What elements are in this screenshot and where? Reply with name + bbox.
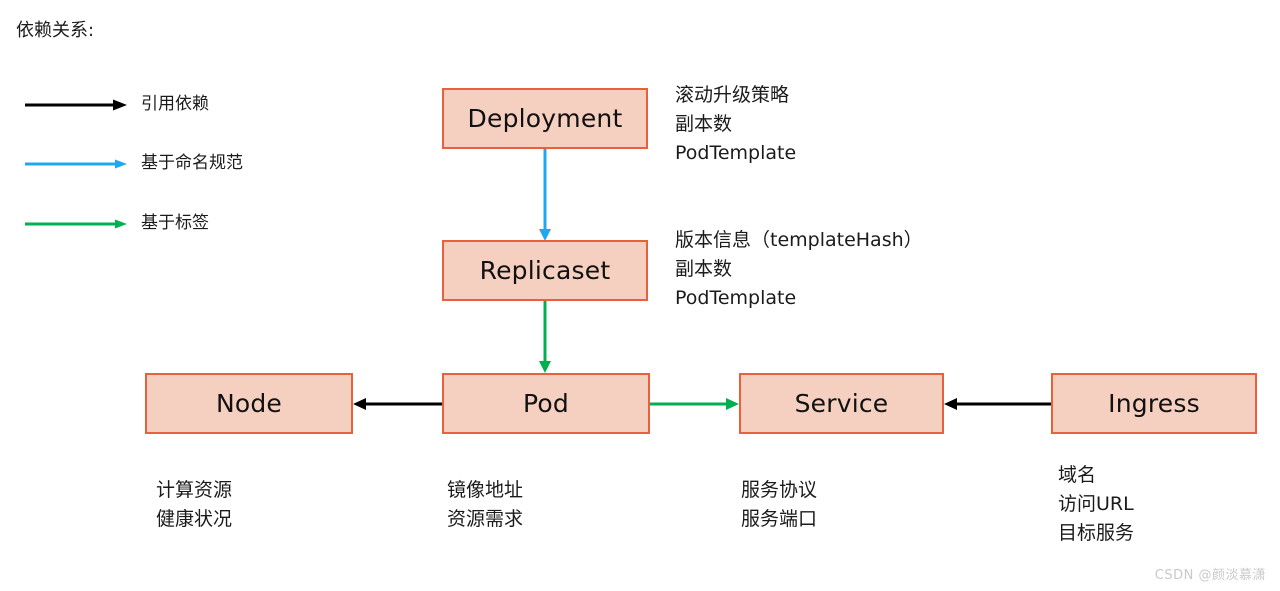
annotation-line: PodTemplate [675, 287, 797, 309]
annotation-line: 滚动升级策略 [675, 84, 790, 106]
annotation-line: 服务端口 [741, 508, 818, 530]
node-box-ingress[interactable]: Ingress [1051, 373, 1257, 434]
node-box-service[interactable]: Service [739, 373, 944, 434]
edge-pod-node [353, 398, 442, 410]
annotation-line: 镜像地址 [447, 479, 524, 501]
annotation-line: PodTemplate [675, 142, 797, 164]
arrow-right-icon [25, 99, 127, 111]
annotation-line: 健康状况 [156, 508, 233, 530]
node-box-replicaset[interactable]: Replicaset [442, 240, 648, 301]
legend-label: 基于标签 [141, 213, 209, 233]
annotation-replicaset: 版本信息（templateHash） 副本数 PodTemplate [675, 226, 923, 313]
annotation-line: 域名 [1058, 464, 1097, 486]
arrow-right-icon [25, 158, 127, 169]
node-box-node[interactable]: Node [145, 373, 353, 434]
edge-ingress-service [944, 398, 1051, 410]
arrow-right-icon [25, 218, 127, 229]
annotation-line: 版本信息（templateHash） [675, 229, 923, 251]
legend-item-reference-dependency: 引用依赖 [25, 91, 209, 117]
annotation-line: 资源需求 [447, 508, 524, 530]
annotation-ingress: 域名 访问URL 目标服务 [1058, 461, 1134, 548]
legend-label: 引用依赖 [141, 94, 209, 114]
legend-item-naming-convention: 基于命名规范 [25, 150, 243, 176]
watermark: CSDN @颜淡慕潇 [1154, 568, 1266, 583]
legend-item-label-based: 基于标签 [25, 210, 209, 236]
annotation-deployment: 滚动升级策略 副本数 PodTemplate [675, 81, 796, 168]
edge-pod-service [650, 398, 739, 410]
annotation-line: 服务协议 [741, 479, 818, 501]
annotation-line: 副本数 [675, 258, 733, 280]
node-box-deployment[interactable]: Deployment [442, 88, 648, 149]
annotation-line: 计算资源 [156, 479, 233, 501]
node-box-pod[interactable]: Pod [442, 373, 650, 434]
annotation-node: 计算资源 健康状况 [156, 476, 232, 534]
annotation-service: 服务协议 服务端口 [741, 476, 817, 534]
annotation-line: 访问URL [1058, 493, 1134, 515]
annotation-line: 目标服务 [1058, 522, 1135, 544]
edge-deployment-replicaset [539, 148, 551, 241]
annotation-line: 副本数 [675, 113, 733, 135]
annotation-pod: 镜像地址 资源需求 [447, 476, 523, 534]
page-title: 依赖关系: [16, 20, 95, 41]
legend-label: 基于命名规范 [141, 153, 243, 173]
edge-replicaset-pod [539, 301, 551, 373]
